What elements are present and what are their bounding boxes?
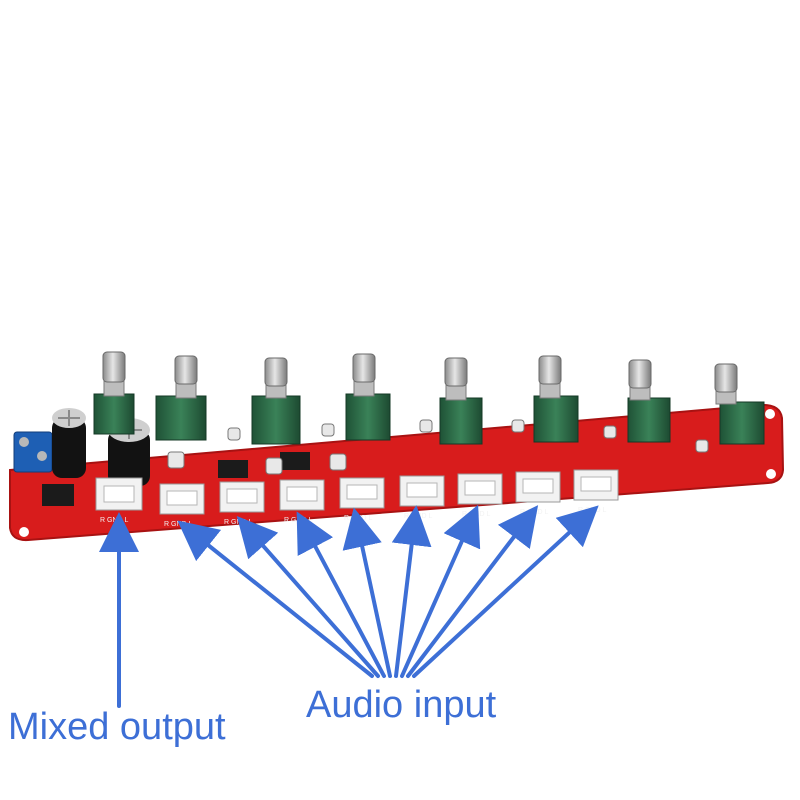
input-arrow [236,516,380,678]
input-arrow [296,511,386,678]
svg-text:R GND L: R GND L [224,519,253,526]
input-arrow [412,505,599,678]
input-connector [573,469,619,501]
input-connector [279,479,325,511]
electrolytic-capacitor [52,408,86,478]
input-connector [515,471,561,503]
mounting-hole-icon [766,469,776,479]
input-connector [159,483,205,515]
potentiometer [439,357,483,445]
input-arrow [400,504,481,678]
mounting-hole-icon [19,527,29,537]
potentiometer [155,355,207,441]
mounting-hole-icon [765,409,775,419]
output-connector [95,477,143,511]
svg-text:R GND L: R GND L [520,509,549,516]
annotation-arrows [99,504,599,708]
svg-text:R GND L: R GND L [100,517,129,524]
rectifier-chip [42,484,74,506]
svg-text:R GND L: R GND L [578,507,607,514]
potentiometer [714,363,765,445]
potentiometer [533,355,579,443]
input-connector [219,481,265,513]
potentiometer [251,357,301,445]
op-amp-chip [280,452,310,470]
svg-text:R GND L: R GND L [404,513,433,520]
input-connector [339,477,385,509]
audio-input-caption: Audio input [306,684,497,726]
svg-text:R GND L: R GND L [284,517,313,524]
input-arrow [177,520,374,678]
input-arrow [342,507,392,678]
svg-text:R GND L: R GND L [462,511,491,518]
small-capacitor [167,419,709,475]
svg-text:R GND L: R GND L [164,521,193,528]
input-arrow [391,505,432,678]
potentiometer [345,353,391,441]
potentiometer [627,359,671,443]
input-arrow [406,505,539,678]
potentiometer [93,351,135,435]
power-terminal-block [13,431,53,473]
input-connector [457,473,503,505]
svg-text:R GND L: R GND L [344,515,373,522]
op-amp-chip [218,460,248,478]
input-connector [399,475,445,507]
mixed-output-caption: Mixed output [8,706,226,748]
